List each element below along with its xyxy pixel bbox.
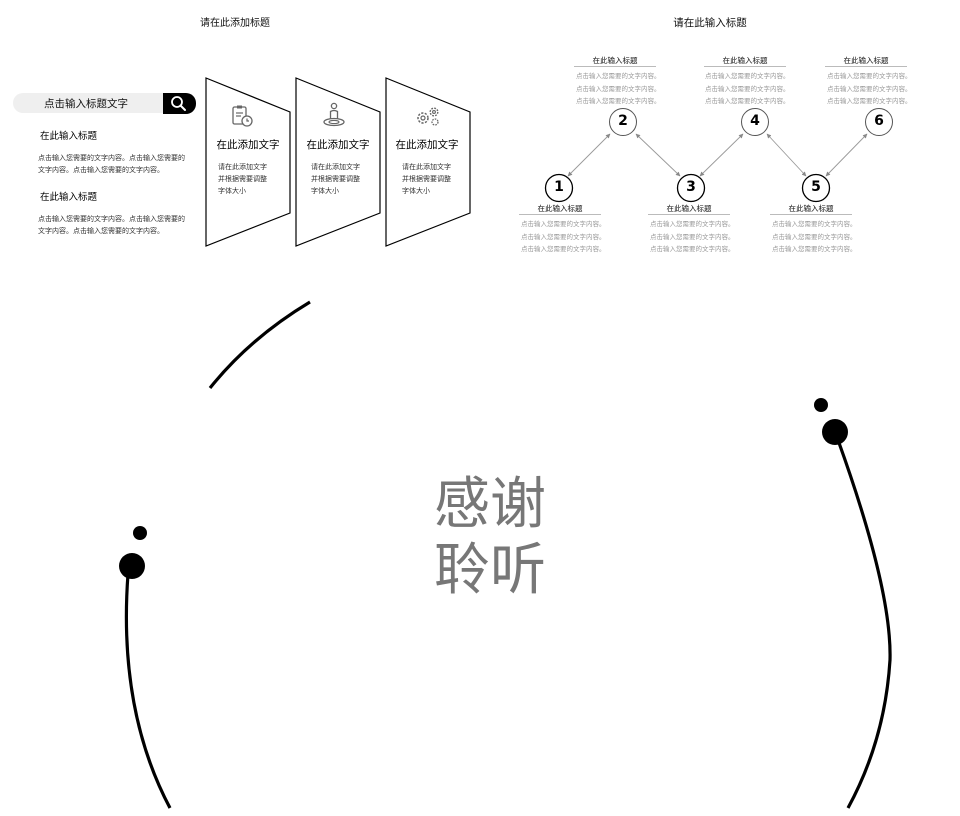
node-divider-2 (574, 66, 656, 67)
thanks-line-1: 感谢 (434, 472, 546, 537)
left-slide-title: 请在此添加标题 (200, 18, 270, 29)
clipboard-clock-icon (232, 105, 253, 127)
card-desc-3: 请在此添加文字 并根据需要调整 字体大小 (402, 163, 451, 195)
search-button[interactable] (163, 93, 196, 114)
section-body-2: 点击输入您需要的文字内容。点击输入您需要的文字内容。点击输入您需要的文字内容。 (38, 215, 185, 235)
node-number-4: 4 (750, 113, 760, 129)
node-text-3: 点击输入您需要的文字内容。点击输入您需要的文字内容。点击输入您需要的文字内容。 (650, 220, 735, 253)
node-number-2: 2 (618, 113, 628, 129)
search-icon (171, 96, 186, 111)
node-divider-6 (825, 66, 907, 67)
node-divider-5 (770, 214, 852, 215)
thanks-text: 感谢 聆听 (420, 472, 560, 604)
node-title-2: 在此输入标题 (592, 56, 638, 65)
card-desc-1: 请在此添加文字 并根据需要调整 字体大小 (218, 163, 267, 195)
right-slide-title: 请在此输入标题 (673, 17, 747, 29)
node-text-5: 点击输入您需要的文字内容。点击输入您需要的文字内容。点击输入您需要的文字内容。 (772, 220, 857, 253)
search-text[interactable]: 点击输入标题文字 (44, 98, 128, 110)
node-title-3: 在此输入标题 (666, 204, 712, 213)
node-divider-4 (704, 66, 786, 67)
node-text-6: 点击输入您需要的文字内容。点击输入您需要的文字内容。点击输入您需要的文字内容。 (827, 72, 912, 105)
card-desc-2: 请在此添加文字 并根据需要调整 字体大小 (311, 163, 360, 195)
person-target-icon (323, 102, 345, 127)
node-title-4: 在此输入标题 (722, 56, 768, 65)
node-text-1: 点击输入您需要的文字内容。点击输入您需要的文字内容。点击输入您需要的文字内容。 (521, 220, 606, 253)
node-divider-1 (519, 214, 601, 215)
section-heading-2: 在此输入标题 (40, 192, 98, 203)
zigzag-diagram (544, 108, 893, 203)
card-title-3: 在此添加文字 (395, 139, 459, 151)
node-number-3: 3 (686, 179, 696, 195)
node-title-1: 在此输入标题 (537, 204, 583, 213)
node-text-2: 点击输入您需要的文字内容。点击输入您需要的文字内容。点击输入您需要的文字内容。 (576, 72, 661, 105)
card-title-1: 在此添加文字 (216, 139, 280, 151)
section-body-1: 点击输入您需要的文字内容。点击输入您需要的文字内容。点击输入您需要的文字内容。 (38, 154, 185, 174)
search-bar[interactable] (13, 93, 163, 113)
cards-frames (205, 77, 471, 247)
node-number-6: 6 (874, 113, 884, 129)
card-title-2: 在此添加文字 (306, 139, 370, 151)
thanks-line-2: 聆听 (434, 538, 546, 603)
section-heading-1: 在此输入标题 (40, 131, 98, 142)
decorative-arcs (119, 300, 892, 809)
node-number-5: 5 (811, 179, 821, 195)
gears-icon (417, 107, 439, 126)
node-divider-3 (648, 214, 730, 215)
node-number-1: 1 (554, 179, 564, 195)
node-text-4: 点击输入您需要的文字内容。点击输入您需要的文字内容。点击输入您需要的文字内容。 (705, 72, 790, 105)
node-title-6: 在此输入标题 (843, 56, 889, 65)
node-title-5: 在此输入标题 (788, 204, 834, 213)
